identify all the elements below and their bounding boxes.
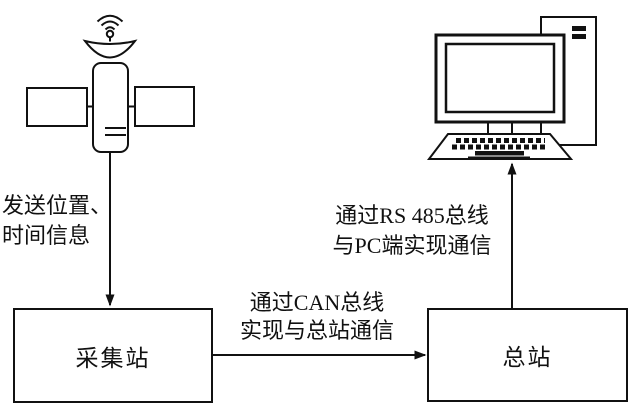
node-collection-station: 采集站 — [13, 308, 213, 403]
satellite-solar-panel — [134, 86, 195, 127]
node-master-station-label: 总站 — [502, 345, 553, 370]
node-master-station: 总站 — [427, 308, 628, 402]
computer-spacebar — [475, 151, 524, 156]
node-collection-station-label: 采集站 — [75, 345, 151, 371]
label-can-bus: 通过CAN总线 实现与总站通信 — [239, 290, 394, 343]
satellite-signal-wave-icon — [100, 20, 120, 27]
label-send-position-time: 发送位置、 时间信息 — [2, 193, 113, 248]
computer-screen — [444, 42, 556, 114]
computer-icon — [426, 16, 597, 160]
computer-tower-slot — [572, 26, 586, 31]
satellite-dish-icon — [82, 39, 138, 59]
computer-tower-slot — [572, 34, 586, 39]
satellite-body — [92, 62, 129, 153]
satellite-feed-icon — [105, 29, 115, 39]
satellite-icon — [26, 14, 195, 153]
satellite-signal-wave-icon — [96, 14, 124, 23]
label-rs485-bus: 通过RS 485总线 与PC端实现通信 — [332, 203, 492, 258]
satellite-solar-panel — [26, 87, 88, 127]
satellite-signal-wave-icon — [104, 26, 116, 31]
